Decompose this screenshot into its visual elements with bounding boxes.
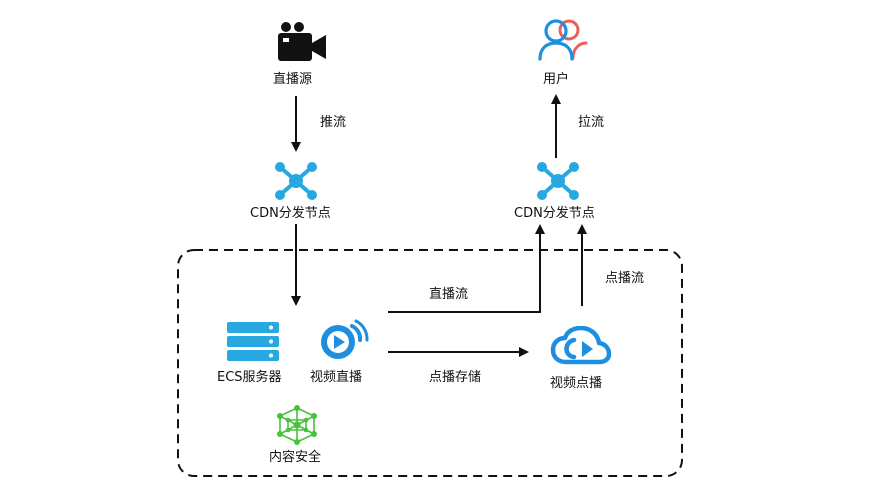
cdn-network-icon [535,160,581,206]
live-stream-label: 直播流 [429,287,469,302]
cdn-network-icon [273,160,319,206]
users-icon [536,18,590,66]
vod-storage-label: 点播存储 [429,370,482,385]
cdn-left-label: CDN分发节点 [250,206,331,221]
cloud-play-icon [550,325,612,370]
push-stream-label: 推流 [320,115,347,130]
video-camera-icon [274,21,328,67]
server-icon [227,322,279,366]
user-label: 用户 [543,72,570,87]
vod-label: 视频点播 [550,376,603,391]
live-source-label: 直播源 [273,72,313,87]
security-network-icon [274,405,320,449]
ecs-label: ECS服务器 [217,370,282,385]
pull-stream-label: 拉流 [578,115,605,130]
cdn-right-label: CDN分发节点 [514,206,595,221]
cloud-service-boundary [177,249,683,477]
content-security-label: 内容安全 [269,450,322,465]
arrow-live-stream [388,224,545,313]
vod-stream-label: 点播流 [605,271,645,286]
live-broadcast-icon [316,318,370,366]
live-video-label: 视频直播 [310,370,363,385]
